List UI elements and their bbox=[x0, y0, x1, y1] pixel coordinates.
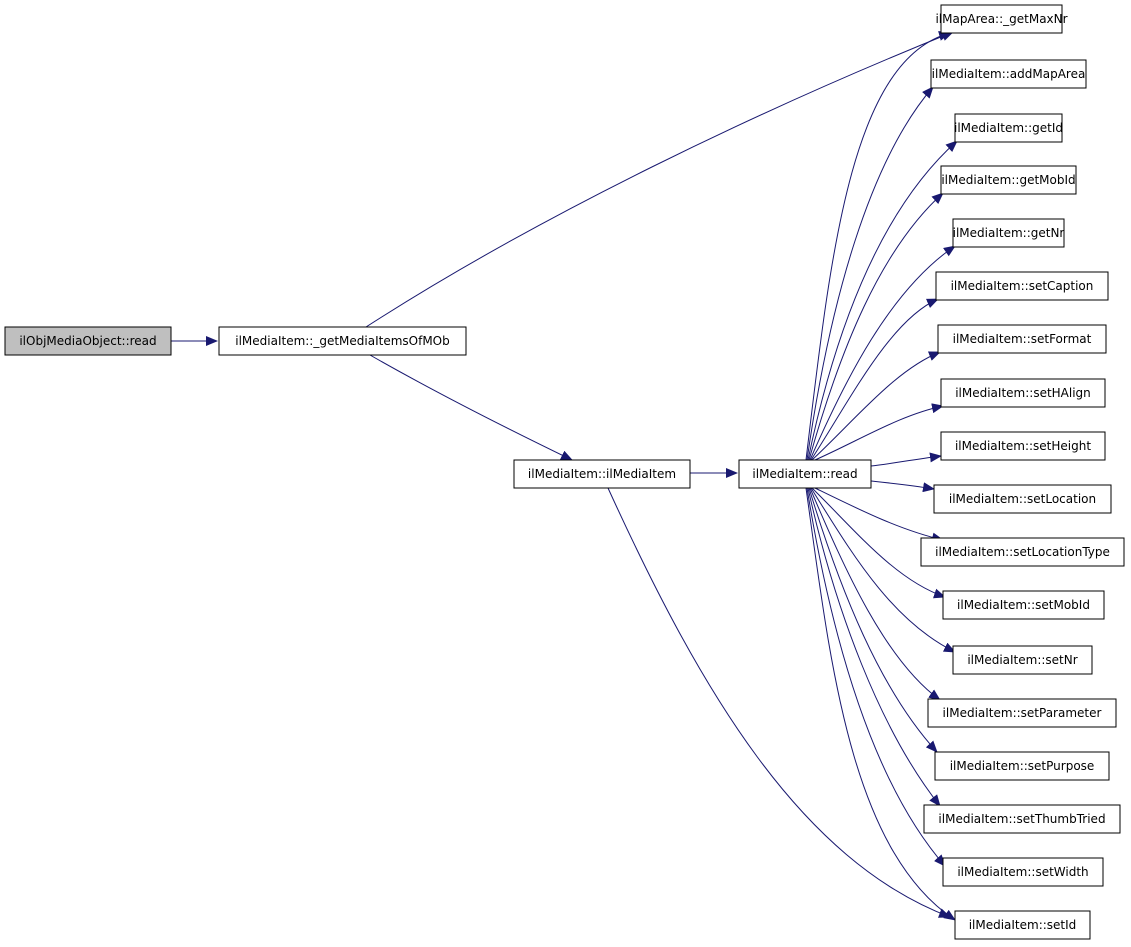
node-t5[interactable]: ilMediaItem::setCaption bbox=[935, 271, 1109, 301]
node-label: ilMediaItem::setThumbTried bbox=[938, 812, 1105, 826]
edge-read-to-t11 bbox=[811, 487, 946, 599]
node-label: ilMediaItem::setParameter bbox=[943, 706, 1102, 720]
node-box bbox=[927, 698, 1117, 728]
edge-read-to-t6 bbox=[811, 351, 941, 461]
edge-read-to-t5 bbox=[810, 298, 939, 461]
node-label: ilMediaItem::ilMediaItem bbox=[528, 467, 676, 481]
node-box bbox=[942, 590, 1105, 620]
node-box bbox=[920, 537, 1125, 567]
node-t4[interactable]: ilMediaItem::getNr bbox=[952, 218, 1065, 248]
node-label: ilMediaItem::setId bbox=[969, 918, 1077, 932]
edge-ctor-to-t17 bbox=[607, 487, 951, 918]
edge-read-to-t2 bbox=[807, 140, 958, 461]
node-box bbox=[952, 645, 1093, 675]
node-t7[interactable]: ilMediaItem::setHAlign bbox=[940, 378, 1106, 408]
edge-read-to-t3 bbox=[808, 192, 944, 461]
node-label: ilMediaItem::setNr bbox=[967, 653, 1077, 667]
node-box bbox=[942, 857, 1104, 887]
edge-read-to-t1 bbox=[806, 86, 934, 461]
node-t16[interactable]: ilMediaItem::setWidth bbox=[942, 857, 1104, 887]
node-t14[interactable]: ilMediaItem::setPurpose bbox=[934, 751, 1110, 781]
node-label: ilMediaItem::setLocation bbox=[949, 492, 1096, 506]
edges-layer bbox=[171, 31, 958, 921]
node-t0[interactable]: ilMapArea::_getMaxNr bbox=[935, 4, 1068, 34]
node-box bbox=[933, 484, 1112, 514]
node-label: ilMediaItem::setWidth bbox=[957, 865, 1088, 879]
node-box bbox=[940, 4, 1063, 34]
node-label: ilMediaItem::setLocationType bbox=[935, 545, 1110, 559]
node-label: ilObjMediaObject::read bbox=[19, 334, 156, 348]
edge-read-to-t15 bbox=[807, 487, 941, 807]
node-t10[interactable]: ilMediaItem::setLocationType bbox=[920, 537, 1125, 567]
node-label: ilMapArea::_getMaxNr bbox=[935, 12, 1067, 26]
node-box bbox=[738, 459, 872, 489]
node-box bbox=[218, 326, 467, 356]
node-box bbox=[930, 59, 1087, 89]
edge-read-to-t8 bbox=[870, 452, 942, 467]
node-label: ilMediaItem::setHeight bbox=[955, 439, 1091, 453]
edge-read-to-t12 bbox=[810, 487, 956, 653]
node-t11[interactable]: ilMediaItem::setMobId bbox=[942, 590, 1105, 620]
node-label: ilMediaItem::setMobId bbox=[957, 598, 1090, 612]
node-label: ilMediaItem::read bbox=[752, 467, 857, 481]
node-t1[interactable]: ilMediaItem::addMapArea bbox=[930, 59, 1087, 89]
node-gmi[interactable]: ilMediaItem::_getMediaItemsOfMOb bbox=[218, 326, 467, 356]
edge-read-to-t14 bbox=[808, 487, 938, 753]
node-t3[interactable]: ilMediaItem::getMobId bbox=[940, 165, 1077, 195]
edge-read-to-t7 bbox=[814, 403, 944, 461]
edge-gmi-to-ctor bbox=[369, 354, 573, 461]
node-t13[interactable]: ilMediaItem::setParameter bbox=[927, 698, 1117, 728]
edge-read-to-t9 bbox=[870, 480, 935, 493]
node-box bbox=[513, 459, 691, 489]
node-box bbox=[940, 378, 1106, 408]
node-box bbox=[923, 804, 1121, 834]
node-t9[interactable]: ilMediaItem::setLocation bbox=[933, 484, 1112, 514]
node-t12[interactable]: ilMediaItem::setNr bbox=[952, 645, 1093, 675]
node-root[interactable]: ilObjMediaObject::read bbox=[4, 326, 172, 356]
node-t6[interactable]: ilMediaItem::setFormat bbox=[937, 324, 1107, 354]
node-box bbox=[940, 165, 1077, 195]
node-box bbox=[954, 910, 1091, 940]
edge-gmi-to-t0 bbox=[365, 31, 954, 328]
node-label: ilMediaItem::setFormat bbox=[953, 332, 1092, 346]
node-box bbox=[952, 218, 1065, 248]
node-box bbox=[934, 751, 1110, 781]
node-box bbox=[4, 326, 172, 356]
edge-read-to-t17 bbox=[805, 487, 956, 921]
edge-read-to-t0 bbox=[805, 31, 951, 461]
node-label: ilMediaItem::_getMediaItemsOfMOb bbox=[235, 334, 450, 348]
node-t17[interactable]: ilMediaItem::setId bbox=[954, 910, 1091, 940]
node-t15[interactable]: ilMediaItem::setThumbTried bbox=[923, 804, 1121, 834]
node-t8[interactable]: ilMediaItem::setHeight bbox=[940, 431, 1106, 461]
edge-read-to-t10 bbox=[814, 487, 944, 543]
node-label: ilMediaItem::getNr bbox=[953, 226, 1065, 240]
node-label: ilMediaItem::getMobId bbox=[941, 173, 1075, 187]
edge-read-to-t16 bbox=[806, 487, 946, 867]
node-box bbox=[937, 324, 1107, 354]
node-box bbox=[935, 271, 1109, 301]
node-ctor[interactable]: ilMediaItem::ilMediaItem bbox=[513, 459, 691, 489]
edge-read-to-t4 bbox=[809, 245, 956, 461]
edge-read-to-t13 bbox=[809, 487, 941, 701]
node-label: ilMediaItem::getId bbox=[954, 121, 1063, 135]
node-label: ilMediaItem::setPurpose bbox=[950, 759, 1095, 773]
node-box bbox=[954, 113, 1063, 143]
nodes-layer: ilObjMediaObject::read ilMediaItem::_getM… bbox=[4, 4, 1125, 940]
node-t2[interactable]: ilMediaItem::getId bbox=[954, 113, 1063, 143]
node-label: ilMediaItem::setHAlign bbox=[955, 386, 1091, 400]
node-box bbox=[940, 431, 1106, 461]
node-label: ilMediaItem::setCaption bbox=[951, 279, 1094, 293]
node-read[interactable]: ilMediaItem::read bbox=[738, 459, 872, 489]
node-label: ilMediaItem::addMapArea bbox=[932, 67, 1086, 81]
